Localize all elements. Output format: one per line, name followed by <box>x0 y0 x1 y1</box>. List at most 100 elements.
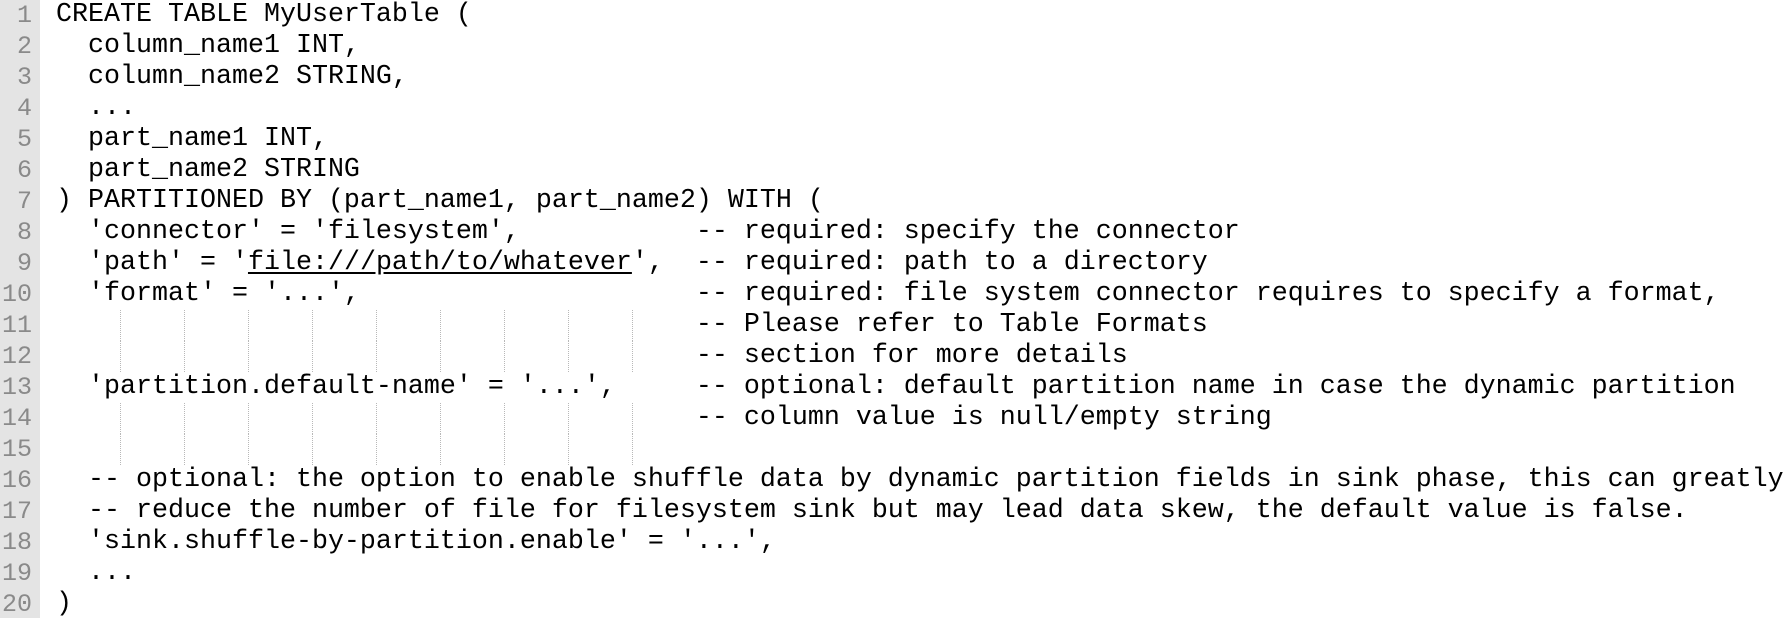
code-line[interactable]: 8 'connector' = 'filesystem', -- require… <box>0 217 1786 248</box>
code-line[interactable]: 6 part_name2 STRING <box>0 155 1786 186</box>
line-number: 9 <box>16 249 32 278</box>
code-line[interactable]: 7 ) PARTITIONED BY (part_name1, part_name… <box>0 186 1786 217</box>
indent-guide <box>120 434 121 465</box>
indent-guide <box>376 310 377 341</box>
line-number: 12 <box>1 342 32 371</box>
code-line[interactable]: 13 'partition.default-name' = '...', -- … <box>0 372 1786 403</box>
line-number: 18 <box>1 528 32 557</box>
code-text: ... <box>56 93 136 124</box>
indent-guide <box>184 341 185 372</box>
code-line[interactable]: 17 -- reduce the number of file for file… <box>0 496 1786 527</box>
code-text: -- column value is null/empty string <box>56 403 1272 434</box>
code-segment: ) <box>56 589 72 619</box>
line-number: 19 <box>1 559 32 588</box>
indent-guide <box>504 434 505 465</box>
line-number: 14 <box>1 404 32 433</box>
code-text: 'path' = 'file:///path/to/whatever', -- … <box>56 248 1208 279</box>
code-text: 'sink.shuffle-by-partition.enable' = '..… <box>56 527 776 558</box>
code-text: ) <box>56 589 72 620</box>
line-number: 7 <box>16 187 32 216</box>
indent-guide <box>632 434 633 465</box>
indent-guide <box>184 434 185 465</box>
line-number: 4 <box>16 94 32 123</box>
line-number: 13 <box>1 373 32 402</box>
code-line[interactable]: 12 -- section for more details <box>0 341 1786 372</box>
indent-guide <box>440 310 441 341</box>
code-segment: 'sink.shuffle-by-partition.enable' = '..… <box>56 527 776 557</box>
indent-guide <box>376 403 377 434</box>
indent-guide <box>248 434 249 465</box>
indent-guide <box>312 310 313 341</box>
code-line[interactable]: 14 -- column value is null/empty string <box>0 403 1786 434</box>
code-segment: ) PARTITIONED BY (part_name1, part_name2… <box>56 186 824 216</box>
indent-guide <box>568 310 569 341</box>
code-text: -- Please refer to Table Formats <box>56 310 1208 341</box>
code-segment: 'path' = ' <box>56 248 248 278</box>
code-line[interactable]: 16 -- optional: the option to enable shu… <box>0 465 1786 496</box>
line-number: 5 <box>16 125 32 154</box>
code-line[interactable]: 19 ... <box>0 558 1786 589</box>
code-line[interactable]: 20) <box>0 589 1786 620</box>
line-number: 2 <box>16 32 32 61</box>
line-number: 1 <box>16 1 32 30</box>
code-segment: -- optional: the option to enable shuffl… <box>56 465 1784 495</box>
indent-guide <box>568 341 569 372</box>
path-link[interactable]: file:///path/to/whatever <box>247 248 632 278</box>
indent-guide <box>120 403 121 434</box>
code-segment: column_name1 INT, <box>56 31 360 61</box>
indent-guide <box>312 403 313 434</box>
code-line[interactable]: 2 column_name1 INT, <box>0 31 1786 62</box>
code-segment: CREATE TABLE MyUserTable ( <box>56 0 472 30</box>
code-segment: ... <box>56 93 136 123</box>
code-text: -- section for more details <box>56 341 1128 372</box>
indent-guide <box>504 310 505 341</box>
indent-guide <box>248 310 249 341</box>
code-line[interactable]: 10 'format' = '...', -- required: file s… <box>0 279 1786 310</box>
code-line[interactable]: 1 CREATE TABLE MyUserTable ( <box>0 0 1786 31</box>
code-line[interactable]: 5 part_name1 INT, <box>0 124 1786 155</box>
code-line[interactable]: 9 'path' = 'file:///path/to/whatever', -… <box>0 248 1786 279</box>
code-line[interactable]: 4 ... <box>0 93 1786 124</box>
line-number: 17 <box>1 497 32 526</box>
code-segment: 'format' = '...', -- required: file syst… <box>56 279 1720 309</box>
indent-guide <box>248 403 249 434</box>
code-text: -- optional: the option to enable shuffl… <box>56 465 1784 496</box>
indent-guide <box>376 341 377 372</box>
code-text: ... <box>56 558 136 589</box>
indent-guide <box>632 310 633 341</box>
code-text: ) PARTITIONED BY (part_name1, part_name2… <box>56 186 824 217</box>
code-segment: part_name2 STRING <box>56 155 360 185</box>
code-text: 'format' = '...', -- required: file syst… <box>56 279 1720 310</box>
line-number: 8 <box>16 218 32 247</box>
code-line[interactable]: 11 -- Please refer to Table Formats <box>0 310 1786 341</box>
line-number: 6 <box>16 156 32 185</box>
indent-guide <box>632 341 633 372</box>
indent-guide <box>440 403 441 434</box>
code-text: CREATE TABLE MyUserTable ( <box>56 0 472 31</box>
code-segment: -- column value is null/empty string <box>56 403 1272 433</box>
indent-guide <box>184 403 185 434</box>
indent-guide <box>312 434 313 465</box>
indent-guide <box>440 434 441 465</box>
line-number: 16 <box>1 466 32 495</box>
code-text: part_name1 INT, <box>56 124 328 155</box>
indent-guide <box>504 403 505 434</box>
code-segment: -- Please refer to Table Formats <box>56 310 1208 340</box>
code-text: 'connector' = 'filesystem', -- required:… <box>56 217 1240 248</box>
code-text: column_name1 INT, <box>56 31 360 62</box>
code-text: part_name2 STRING <box>56 155 360 186</box>
line-number: 3 <box>16 63 32 92</box>
code-segment: 'connector' = 'filesystem', -- required:… <box>56 217 1240 247</box>
line-number-gutter <box>0 0 40 618</box>
indent-guide <box>568 434 569 465</box>
code-segment: column_name2 STRING, <box>56 62 408 92</box>
code-line[interactable]: 15 <box>0 434 1786 465</box>
code-segment: -- section for more details <box>56 341 1128 371</box>
code-line[interactable]: 3 column_name2 STRING, <box>0 62 1786 93</box>
code-line[interactable]: 18 'sink.shuffle-by-partition.enable' = … <box>0 527 1786 558</box>
indent-guide <box>248 341 249 372</box>
indent-guide <box>440 341 441 372</box>
indent-guide <box>120 341 121 372</box>
code-segment: -- reduce the number of file for filesys… <box>56 496 1688 526</box>
